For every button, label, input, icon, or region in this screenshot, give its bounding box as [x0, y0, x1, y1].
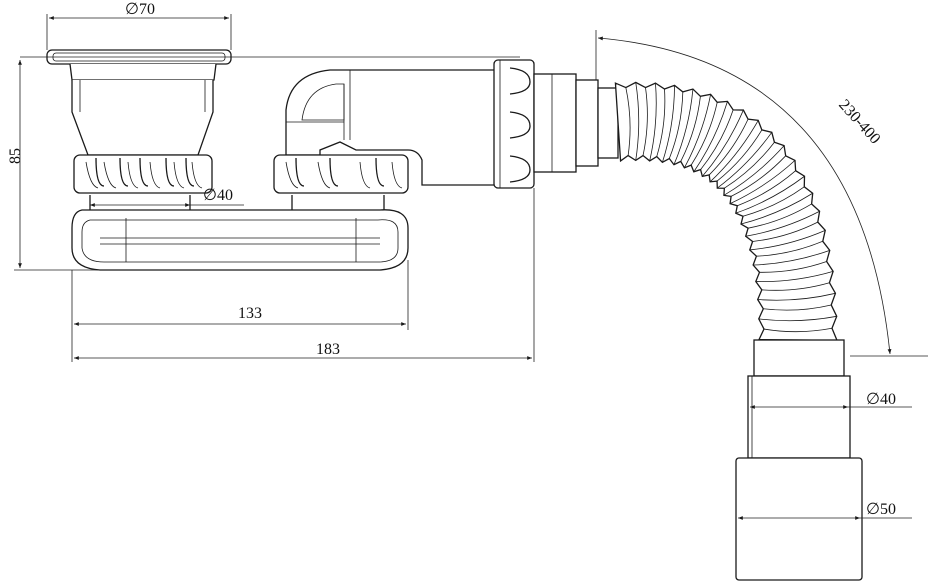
dim-hose-outlet-diameter: ∅40: [866, 391, 896, 408]
dim-hose-length: 230-400: [835, 96, 883, 147]
dim-top-diameter: ∅70: [125, 1, 155, 18]
dim-width-183: 183: [316, 341, 340, 358]
dim-width-133: 133: [238, 305, 262, 322]
corrugated-hose: [614, 81, 838, 341]
drain-body-left: [46, 49, 232, 194]
trap-body: [71, 195, 409, 271]
dimension-lines: [14, 14, 928, 520]
dim-height: 85: [7, 148, 24, 164]
hose-outline: [614, 81, 838, 341]
elbow-body: [273, 69, 497, 194]
outlet-pipe: [735, 339, 863, 581]
outlet-nut: [493, 59, 619, 189]
dim-pipe-outlet-diameter: ∅50: [866, 501, 896, 518]
dim-outlet-diameter-upper: ∅40: [203, 187, 233, 204]
